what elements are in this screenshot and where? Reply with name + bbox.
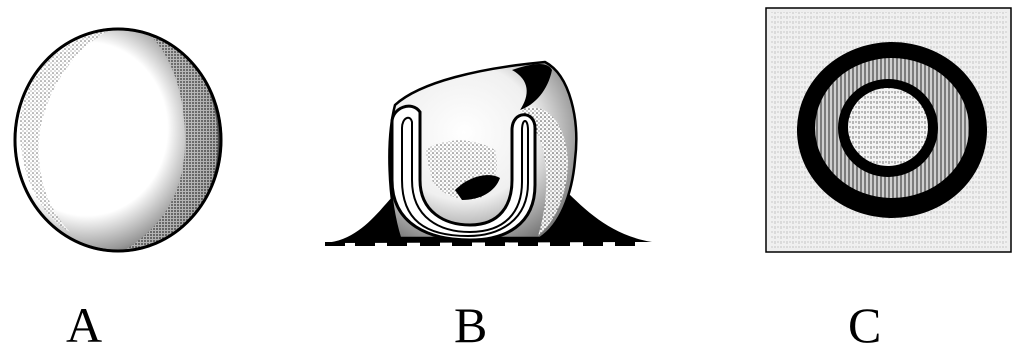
panel-a-sphere — [15, 29, 221, 251]
panel-b-dome — [325, 62, 652, 244]
panel-label-c: C — [848, 300, 881, 350]
panel-label-b: B — [454, 300, 487, 350]
panel-label-a: A — [66, 300, 102, 350]
core — [848, 88, 928, 166]
panel-c-section — [766, 8, 1011, 252]
